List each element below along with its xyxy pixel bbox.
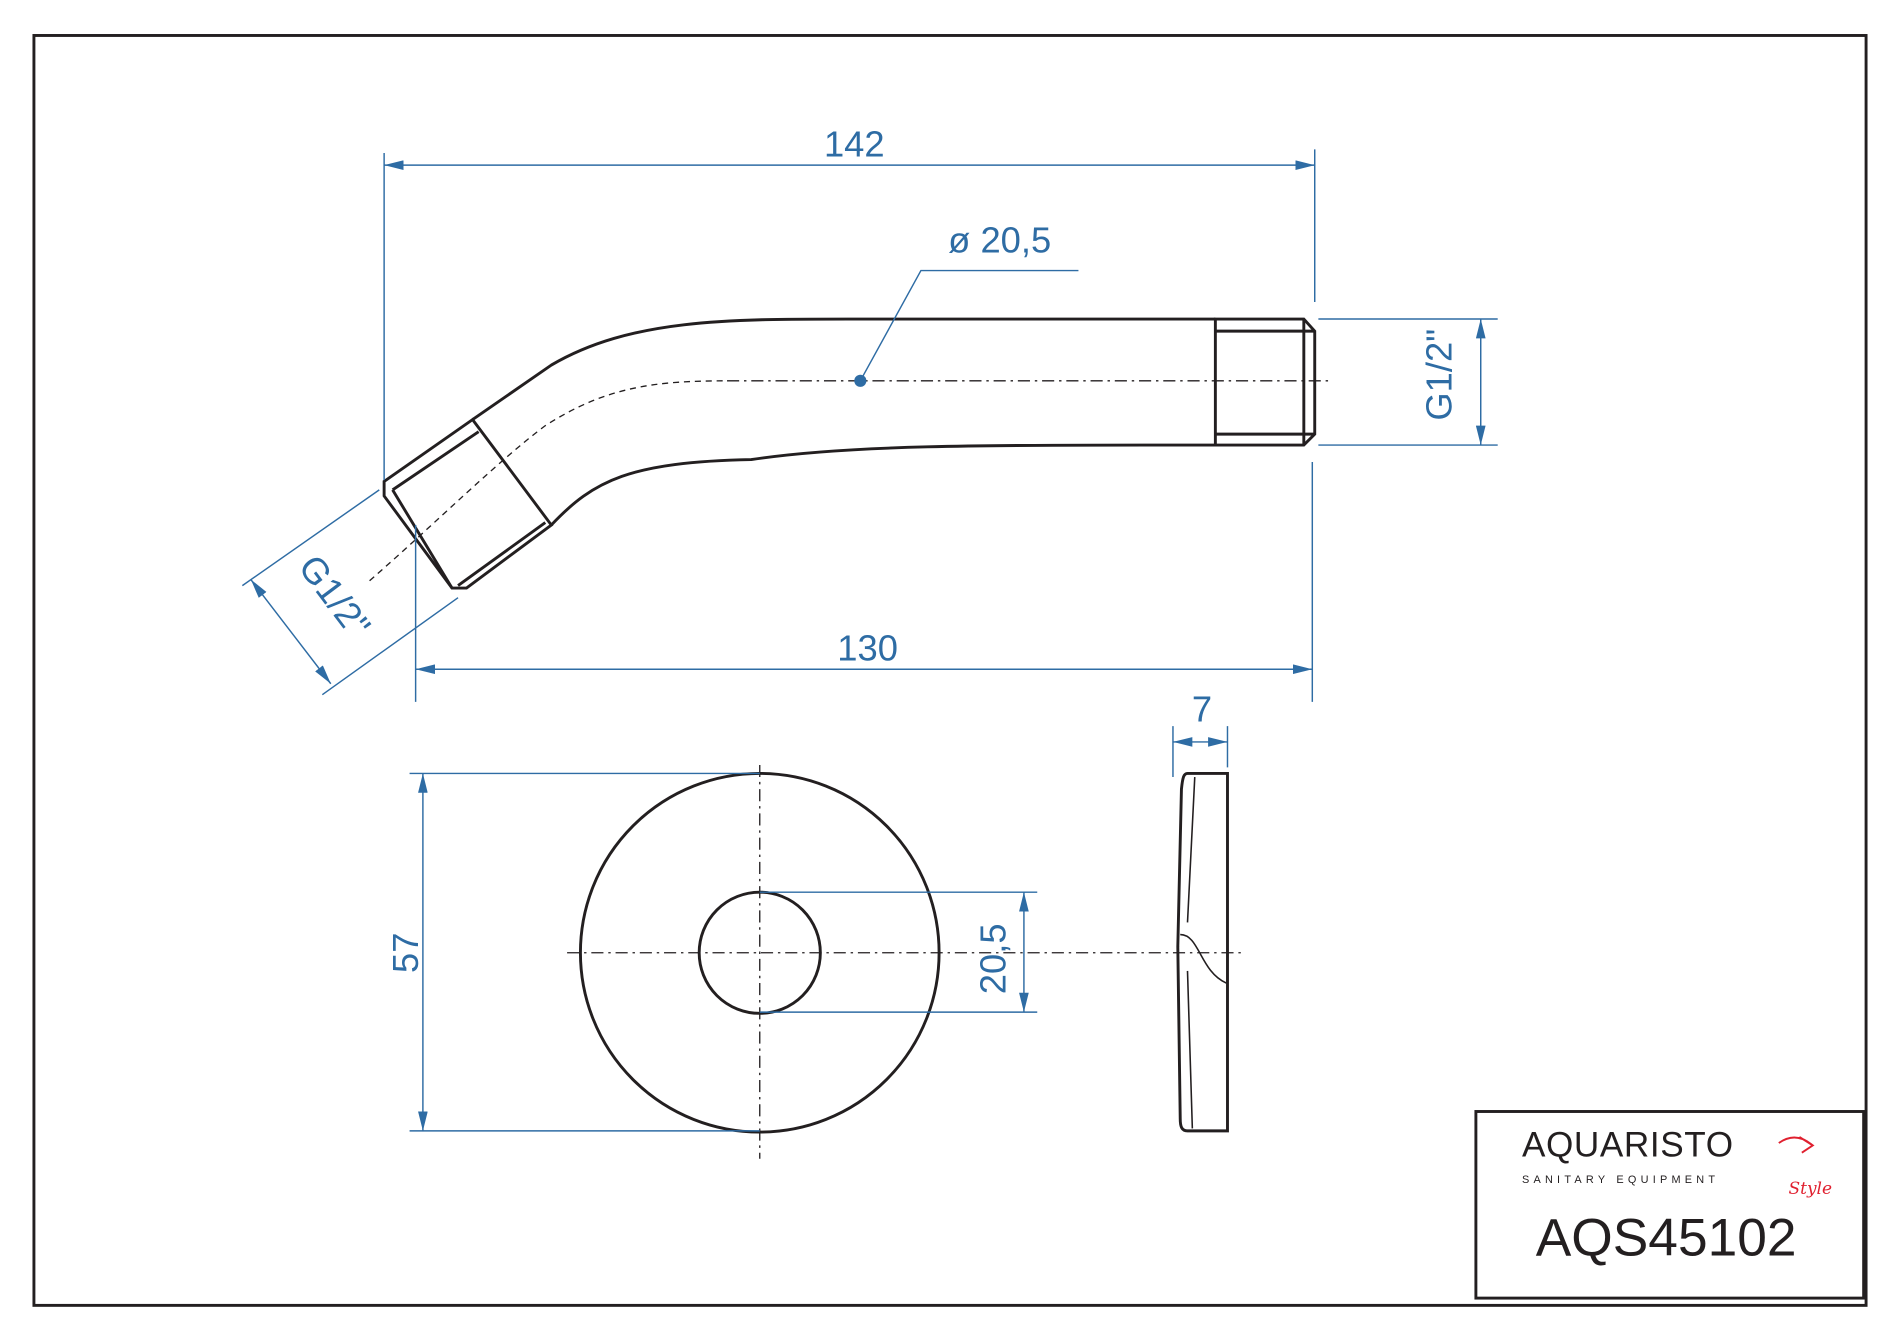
diameter-leader xyxy=(859,269,1079,382)
dim-130-label: 130 xyxy=(837,628,898,669)
brand-arrow-icon xyxy=(1778,1136,1815,1154)
brand-subtitle: SANITARY EQUIPMENT xyxy=(1522,1174,1719,1186)
dim-57-label: 57 xyxy=(385,933,426,973)
dim-hole-label: 20,5 xyxy=(973,923,1014,994)
dim-142-label: 142 xyxy=(824,124,885,165)
thread-left-line xyxy=(250,579,332,685)
shower-arm xyxy=(369,317,1333,590)
flange-front-view xyxy=(567,764,1243,1159)
dim-7-label: 7 xyxy=(1192,688,1212,729)
diameter-label: ø 20,5 xyxy=(948,219,1051,260)
thread-right-label: G1/2" xyxy=(1419,329,1460,421)
dim-142-extensions xyxy=(383,149,1316,481)
flange-side-view xyxy=(1176,771,1229,1133)
title-block: AQUARISTO SANITARY EQUIPMENT Style AQS45… xyxy=(1474,1110,1866,1300)
product-code: AQS45102 xyxy=(1536,1209,1797,1268)
thread-left-extensions xyxy=(241,489,459,696)
thread-right-extensions xyxy=(1318,318,1498,446)
dim-hole-extensions xyxy=(759,891,1038,1013)
dim-7-extensions xyxy=(1172,726,1229,778)
dim-57-extensions xyxy=(409,772,760,1132)
thread-left-label: G1/2" xyxy=(291,547,379,645)
drawing-frame xyxy=(32,34,1868,1307)
brand-logo: AQUARISTO xyxy=(1522,1125,1734,1164)
brand-script: Style xyxy=(1789,1178,1832,1198)
